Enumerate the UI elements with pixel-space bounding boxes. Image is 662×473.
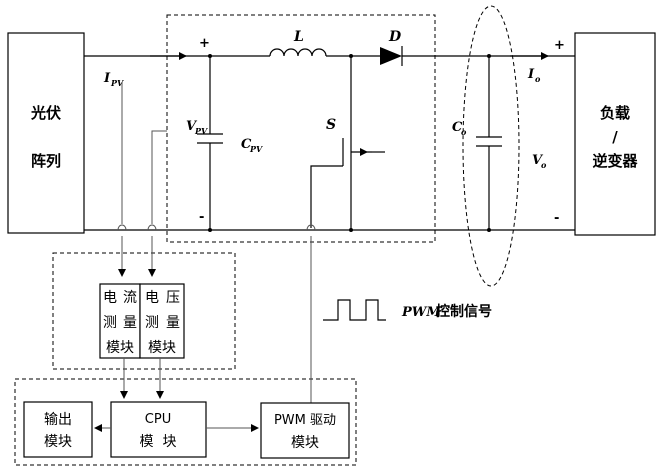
switch-label: S [326, 117, 336, 133]
vpv-subscript: PV [194, 126, 208, 136]
voltage-module-char-5: 模块 [148, 340, 176, 356]
plus-input-label: + [199, 36, 210, 51]
junction-dot [208, 54, 212, 58]
ipv-subscript: PV [110, 78, 124, 88]
junction-dot [487, 228, 491, 232]
minus-input-label: - [199, 210, 204, 225]
pwm-signal-label: 控制信号 [436, 303, 492, 320]
minus-output-label: - [554, 211, 559, 226]
junction-dot [208, 228, 212, 232]
current-module-char-3: 测 [103, 315, 117, 331]
junction-dot [487, 54, 491, 58]
output-module-label-1: 输出 [44, 412, 72, 428]
cpv-subscript: PV [249, 144, 263, 154]
inductor-label: L [293, 29, 304, 45]
pwm-module-label-1: PWM 驱动 [274, 413, 336, 428]
switch-gate-wire [311, 166, 343, 228]
current-module-char-1: 电 [103, 290, 117, 306]
pv-array-label-2: 阵列 [31, 152, 61, 170]
voltage-sense-wire [152, 131, 167, 224]
pv-array-label-1: 光伏 [30, 104, 61, 122]
diode-symbol [380, 47, 402, 65]
load-label-1: 负载 [600, 104, 630, 122]
voltage-module-char-4: 量 [166, 315, 180, 331]
current-module-char-2: 流 [123, 290, 137, 306]
voltage-module-char-3: 测 [145, 315, 159, 331]
inductor-symbol [270, 49, 326, 56]
current-module-char-5: 模块 [106, 340, 134, 356]
junction-dot [349, 54, 353, 58]
load-label-2: / [612, 128, 618, 146]
plus-output-label: + [554, 38, 565, 53]
cpu-module-label-2: 模 块 [140, 434, 177, 450]
co-subscript: o [461, 127, 467, 137]
load-label-3: 逆变器 [592, 152, 638, 170]
pwm-module-label-2: 模块 [291, 435, 319, 451]
switch-arrowhead [360, 148, 368, 156]
wire-crossover [118, 225, 126, 230]
current-module-char-4: 量 [123, 315, 137, 331]
ipv-label: I [103, 71, 111, 86]
voltage-module-char-2: 压 [166, 290, 180, 306]
pv-array-block [8, 33, 84, 233]
io-label: I [527, 67, 535, 82]
io-subscript: o [535, 74, 541, 84]
wire-crossover [148, 225, 156, 230]
diode-label: D [388, 29, 402, 45]
vo-subscript: o [541, 160, 547, 170]
voltage-module-char-1: 电 [145, 290, 159, 306]
junction-dot [349, 228, 353, 232]
cpu-module-label-1: CPU [145, 412, 171, 427]
output-module-label-2: 模块 [44, 434, 72, 450]
pwm-waveform-icon [323, 300, 386, 320]
